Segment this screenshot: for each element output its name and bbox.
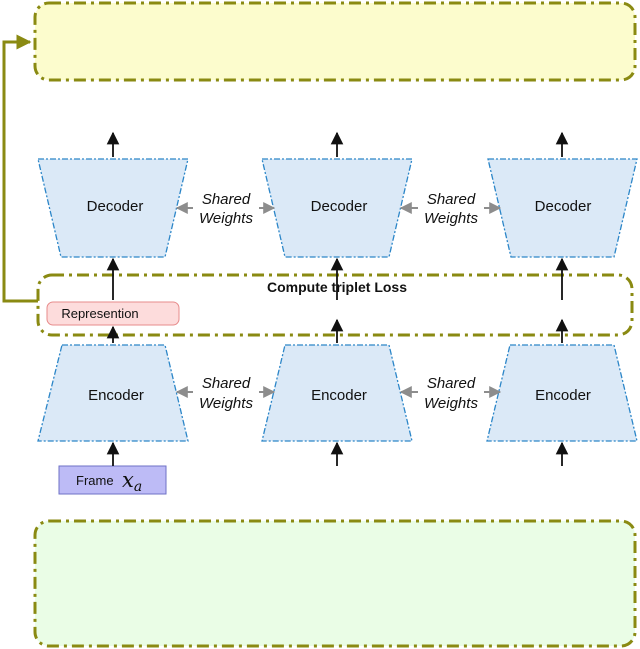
shared-weights-label-enc-1b: Weights [199,395,253,412]
bottom-input-box [33,519,637,648]
shared-weights-label-dec-1b: Weights [199,210,253,227]
shared-weights-label-dec-2: Shared [427,191,476,208]
representation-tag [46,301,180,326]
decoder-label-1: Decoder [87,198,144,215]
encoder-block-2 [261,344,413,442]
decoder-label-3: Decoder [535,198,592,215]
top-output-box [33,1,637,82]
shared-weights-label-dec-1: Shared [202,191,251,208]
representation-label: Represention [61,306,138,321]
encoder-label-3: Encoder [535,387,591,404]
frame-label: Frame [76,473,114,488]
triplet-loss-box [36,273,634,337]
shared-weights-label-enc-2: Shared [427,375,476,392]
encoder-label-1: Encoder [88,387,144,404]
decoder-block-2 [261,158,413,258]
decoder-label-2: Decoder [311,198,368,215]
frame-input-box [58,465,167,495]
encoder-block-3 [486,344,638,442]
encoder-label-2: Encoder [311,387,367,404]
encoder-block-1 [37,344,189,442]
shared-weights-label-enc-1: Shared [202,375,251,392]
frame-symbol: xa [122,468,142,495]
decoder-block-3 [487,158,638,258]
feedback-arrow [2,34,38,303]
decoder-block-1 [37,158,189,258]
shared-weights-label-dec-2b: Weights [424,210,478,227]
shared-weights-label-enc-2b: Weights [424,395,478,412]
